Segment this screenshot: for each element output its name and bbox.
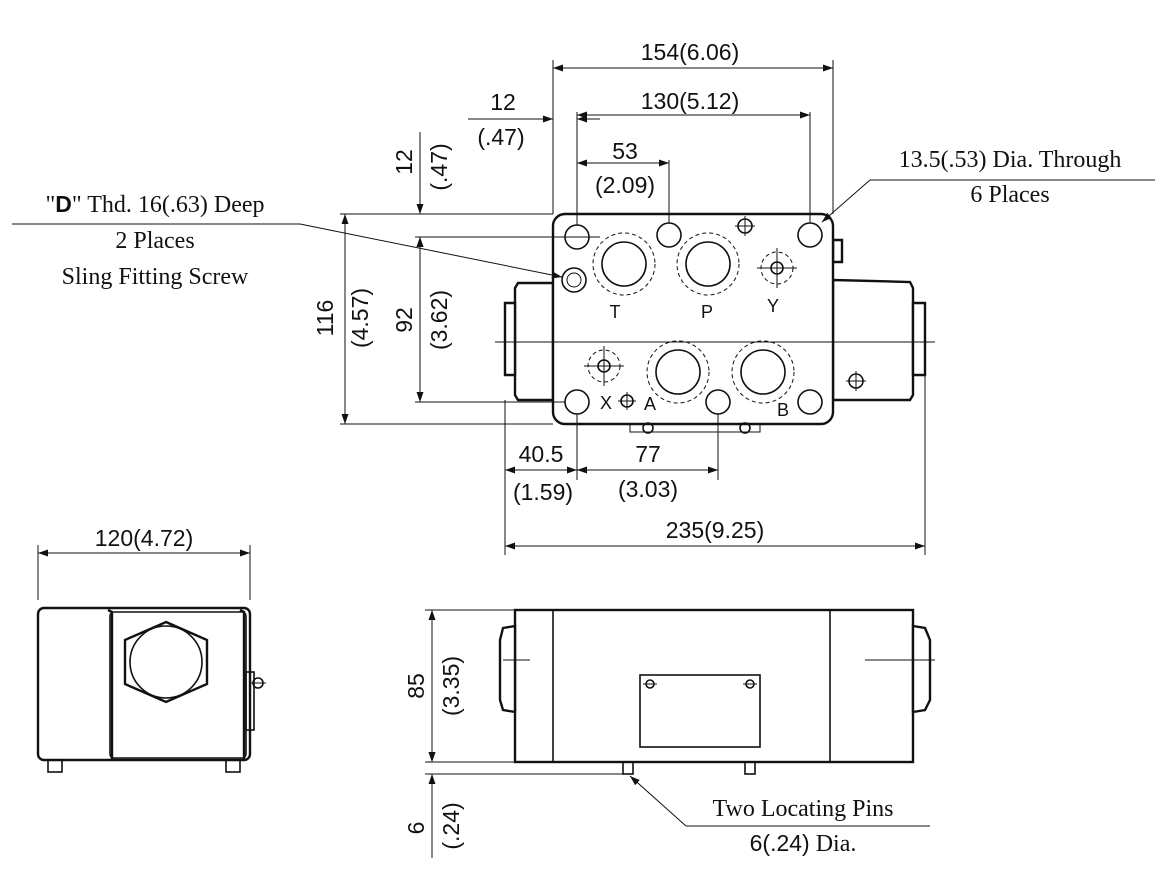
- dim-hole-vertical-mm: 92: [391, 307, 417, 333]
- dim-front-height-mm: 85: [403, 673, 429, 699]
- dim-edge-offset-mm: 40.5: [519, 441, 564, 467]
- note-sling-d: D: [55, 191, 72, 217]
- port-a: [655, 349, 701, 395]
- port-label-a: A: [644, 394, 656, 414]
- dim-edge-offset-in: (1.59): [513, 479, 573, 505]
- through-hole: [797, 389, 823, 415]
- note-sling-line3: Sling Fitting Screw: [62, 264, 249, 290]
- dim-a-to-b-mm: 77: [635, 441, 661, 467]
- port-b: [740, 349, 786, 395]
- dim-top-offset-mm: 12: [490, 89, 516, 115]
- port-label-p: P: [701, 302, 713, 322]
- valve-body-top: [551, 212, 835, 426]
- dim-a-to-b-in: (3.03): [618, 476, 678, 502]
- note-pins-line2: 6(.24) Dia.: [750, 830, 857, 857]
- sling-screw: [561, 267, 587, 293]
- right-end-cap: [831, 278, 915, 402]
- port-t: [601, 241, 647, 287]
- dim-t-to-p-in: (2.09): [595, 172, 655, 198]
- front-body: [513, 608, 915, 764]
- name-plate: [639, 674, 761, 748]
- note-pins-line1: Two Locating Pins: [713, 796, 894, 822]
- port-p: [685, 241, 731, 287]
- dim-pin-height-mm: 6: [403, 822, 429, 835]
- locating-pin: [622, 761, 634, 775]
- dim-overall-top-width: 154(6.06): [641, 39, 739, 65]
- dim-hole-vertical-in: (3.62): [426, 290, 452, 350]
- port-label-y: Y: [767, 296, 779, 316]
- note-through-hole-line1: 13.5(.53) Dia. Through: [899, 147, 1122, 173]
- side-view: 120(4.72): [36, 525, 266, 773]
- hex-fitting: [123, 620, 209, 704]
- front-view: 85 (3.35) 6 (.24) Two Locating Pins 6(.2…: [403, 608, 935, 858]
- dim-body-height-in: (4.57): [347, 288, 373, 348]
- note-sling-line2: 2 Places: [115, 228, 194, 254]
- dim-vertical-offset-mm: 12: [391, 149, 417, 175]
- dim-top-hole-spacing: 130(5.12): [641, 88, 739, 114]
- dim-t-to-p-mm: 53: [612, 138, 638, 164]
- note-sling-line1: "D" Thd. 16(.63) Deep: [45, 191, 264, 218]
- locating-pin: [744, 761, 756, 775]
- port-label-b: B: [777, 400, 789, 420]
- dim-overall-length: 235(9.25): [666, 517, 764, 543]
- side-body: [36, 606, 252, 762]
- dim-vertical-offset-in: (.47): [426, 143, 452, 190]
- dim-body-height-mm: 116: [312, 300, 338, 337]
- dim-side-width: 120(4.72): [95, 525, 193, 551]
- port-label-x: X: [600, 393, 612, 413]
- dim-top-offset-in: (.47): [477, 124, 524, 150]
- port-label-t: T: [610, 302, 621, 322]
- dim-front-height-in: (3.35): [438, 656, 464, 716]
- dim-pin-height-in: (.24): [438, 802, 464, 849]
- top-view: T P Y X A B 154(6.06) 130(5.12) 12 (.47): [12, 39, 1155, 555]
- note-through-hole-line2: 6 Places: [970, 182, 1049, 208]
